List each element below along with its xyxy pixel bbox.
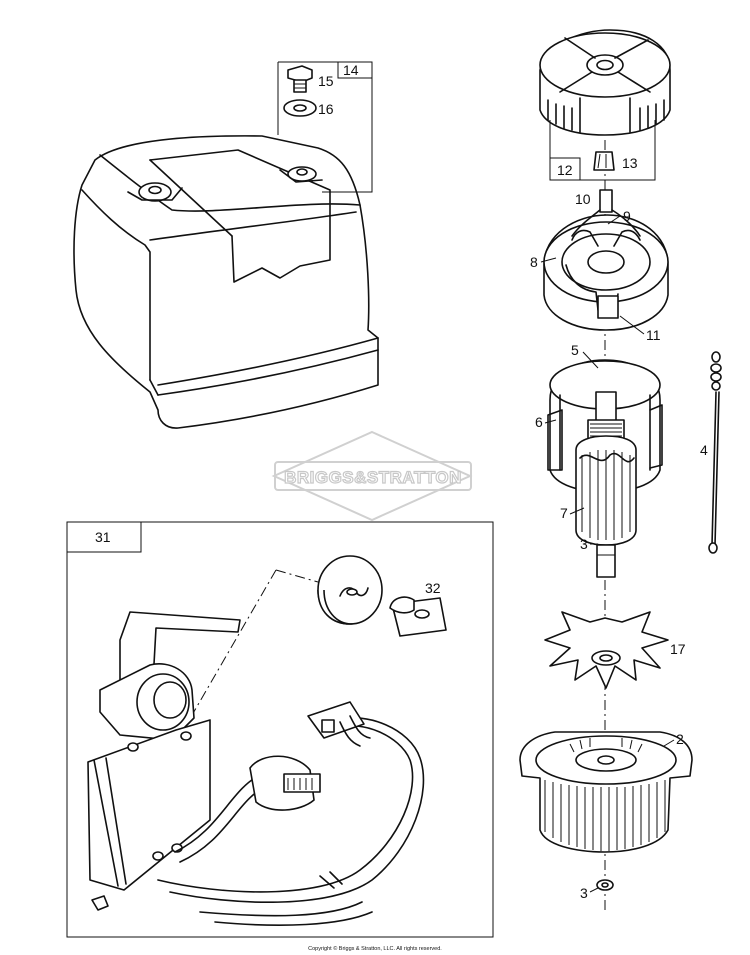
callout-2: 2	[676, 731, 684, 747]
callout-11: 11	[646, 327, 661, 343]
callout-3-upper: 3	[580, 536, 588, 552]
callout-12: 12	[557, 162, 573, 178]
watermark-text: BRIGGS&STRATTON	[284, 468, 462, 487]
fan-17	[544, 611, 669, 689]
engine-cover	[73, 135, 379, 429]
callout-32: 32	[425, 580, 441, 596]
callout-9: 9	[623, 208, 631, 224]
magnet-disc	[317, 555, 383, 625]
callout-8: 8	[530, 254, 538, 270]
callout-31: 31	[95, 529, 111, 545]
callout-10: 10	[575, 191, 591, 207]
callout-14: 14	[343, 62, 359, 78]
callout-16: 16	[318, 101, 334, 117]
drive-end-housing	[519, 731, 693, 853]
callout-17: 17	[670, 641, 686, 657]
callout-15: 15	[318, 73, 334, 89]
callout-6: 6	[535, 414, 543, 430]
bushing-3-lower	[596, 879, 614, 891]
armature	[575, 391, 637, 578]
through-bolt-4	[708, 351, 722, 554]
brush-plate	[543, 189, 669, 331]
callout-4: 4	[700, 442, 708, 458]
brand-watermark: BRIGGS&STRATTON	[271, 430, 473, 522]
callout-box-31: 31 32	[66, 521, 494, 938]
callout-7: 7	[560, 505, 568, 521]
callout-box-12: 12 13	[549, 120, 656, 181]
callout-box-14: 14 15 16	[277, 61, 373, 193]
wire-harness	[157, 701, 425, 926]
copyright-notice: Copyright © Briggs & Stratton, LLC. All …	[308, 945, 442, 952]
washer-16	[283, 99, 317, 117]
callout-3-lower: 3	[580, 885, 588, 901]
switch-key-32	[389, 596, 447, 637]
callout-5: 5	[571, 342, 579, 358]
brush-13	[593, 151, 615, 171]
bolt-15	[287, 65, 313, 93]
end-cap-housing	[539, 29, 671, 136]
callout-13: 13	[622, 155, 638, 171]
switch-assembly	[87, 611, 241, 911]
